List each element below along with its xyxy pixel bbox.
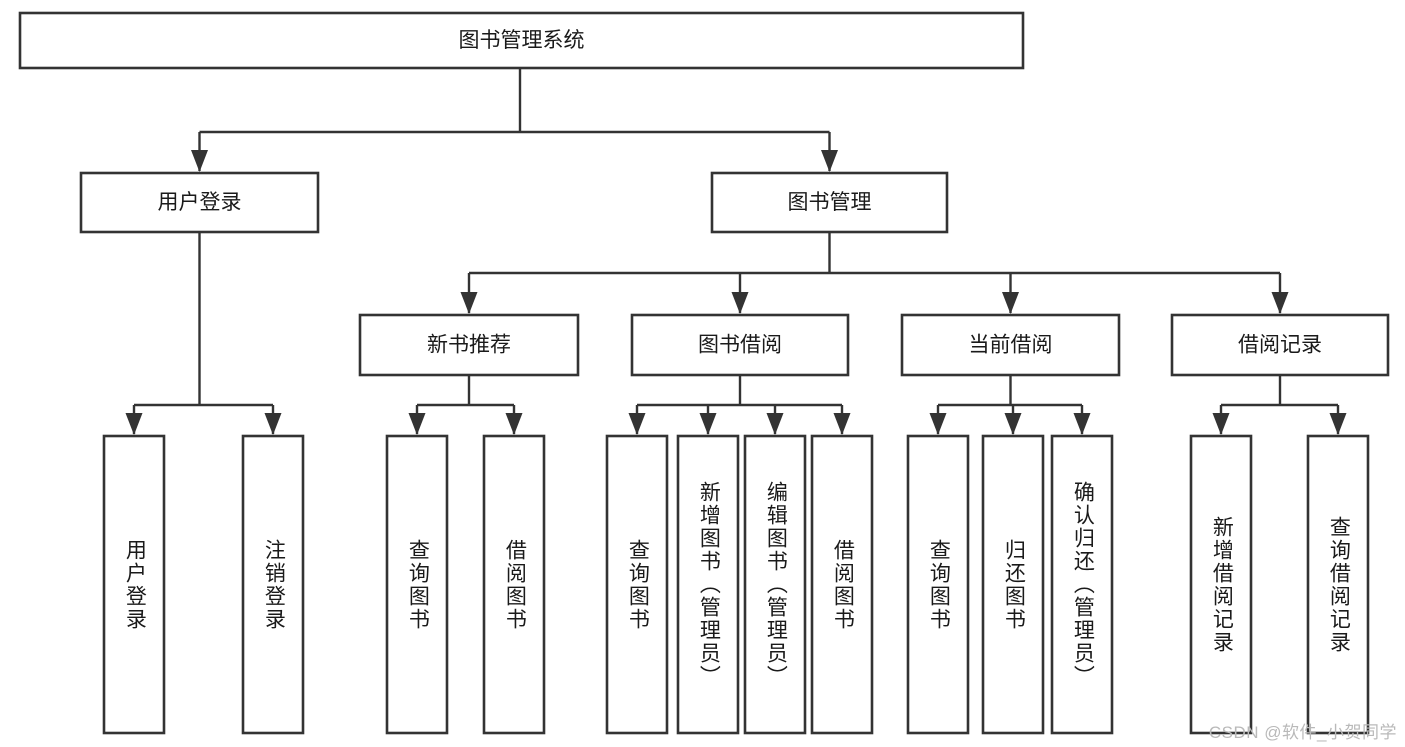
arrow-l2b-to-l3-1 bbox=[731, 292, 749, 314]
node-leaf-4[interactable] bbox=[605, 434, 669, 735]
conn-record-arrow-0 bbox=[1212, 413, 1230, 435]
node-leaf-11[interactable] bbox=[1189, 434, 1253, 735]
node-l3-label-0: 新书推荐 bbox=[427, 334, 511, 357]
conn-borrow-arrow-1 bbox=[699, 413, 717, 435]
arrow-root-to-l2-0 bbox=[191, 150, 208, 172]
node-leaf-12[interactable] bbox=[1306, 434, 1370, 735]
node-l3-0[interactable] bbox=[358, 313, 580, 377]
node-l3-label-2: 当前借阅 bbox=[969, 334, 1053, 357]
connector-lines bbox=[125, 68, 1347, 435]
node-l2-1[interactable] bbox=[710, 171, 949, 234]
watermark-text: CSDN @软件_小贺同学 bbox=[1208, 723, 1397, 742]
node-leaf-9[interactable] bbox=[981, 434, 1045, 735]
conn-current-arrow-1 bbox=[1004, 413, 1022, 435]
node-l3-1[interactable] bbox=[630, 313, 850, 377]
conn-current-arrow-2 bbox=[1073, 413, 1091, 435]
node-leaf-5[interactable] bbox=[676, 434, 740, 735]
node-l2-label-0: 用户登录 bbox=[158, 191, 242, 214]
node-leaf-3[interactable] bbox=[482, 434, 546, 735]
conn-borrow-arrow-2 bbox=[766, 413, 784, 435]
conn-borrow-arrow-0 bbox=[628, 413, 646, 435]
conn-current-arrow-0 bbox=[929, 413, 947, 435]
conn-borrow-arrow-3 bbox=[833, 413, 851, 435]
arrow-l2b-to-l3-3 bbox=[1271, 292, 1289, 314]
node-l3-label-1: 图书借阅 bbox=[698, 334, 782, 357]
conn-record-arrow-1 bbox=[1329, 413, 1347, 435]
conn-newbook-arrow-0 bbox=[408, 413, 426, 435]
node-l3-2[interactable] bbox=[900, 313, 1121, 377]
conn-userlogin-arrow-0 bbox=[125, 413, 143, 435]
node-l2-0[interactable] bbox=[79, 171, 320, 234]
node-leaf-7[interactable] bbox=[810, 434, 874, 735]
node-leaf-10[interactable] bbox=[1050, 434, 1114, 735]
conn-newbook-arrow-1 bbox=[505, 413, 523, 435]
node-leaf-8[interactable] bbox=[906, 434, 970, 735]
node-leaf-0[interactable] bbox=[102, 434, 166, 735]
node-leaf-6[interactable] bbox=[743, 434, 807, 735]
arrow-l2b-to-l3-0 bbox=[460, 292, 478, 314]
node-root-label: 图书管理系统 bbox=[459, 29, 585, 52]
node-root[interactable] bbox=[18, 11, 1025, 70]
arrow-l2b-to-l3-2 bbox=[1002, 292, 1019, 314]
node-boxes bbox=[18, 11, 1390, 735]
arrow-root-to-l2-1 bbox=[821, 150, 838, 172]
conn-userlogin-arrow-1 bbox=[264, 413, 282, 435]
node-l2-label-1: 图书管理 bbox=[788, 191, 872, 214]
node-l3-label-3: 借阅记录 bbox=[1238, 334, 1322, 357]
node-leaf-2[interactable] bbox=[385, 434, 449, 735]
node-leaf-1[interactable] bbox=[241, 434, 305, 735]
node-l3-3[interactable] bbox=[1170, 313, 1390, 377]
